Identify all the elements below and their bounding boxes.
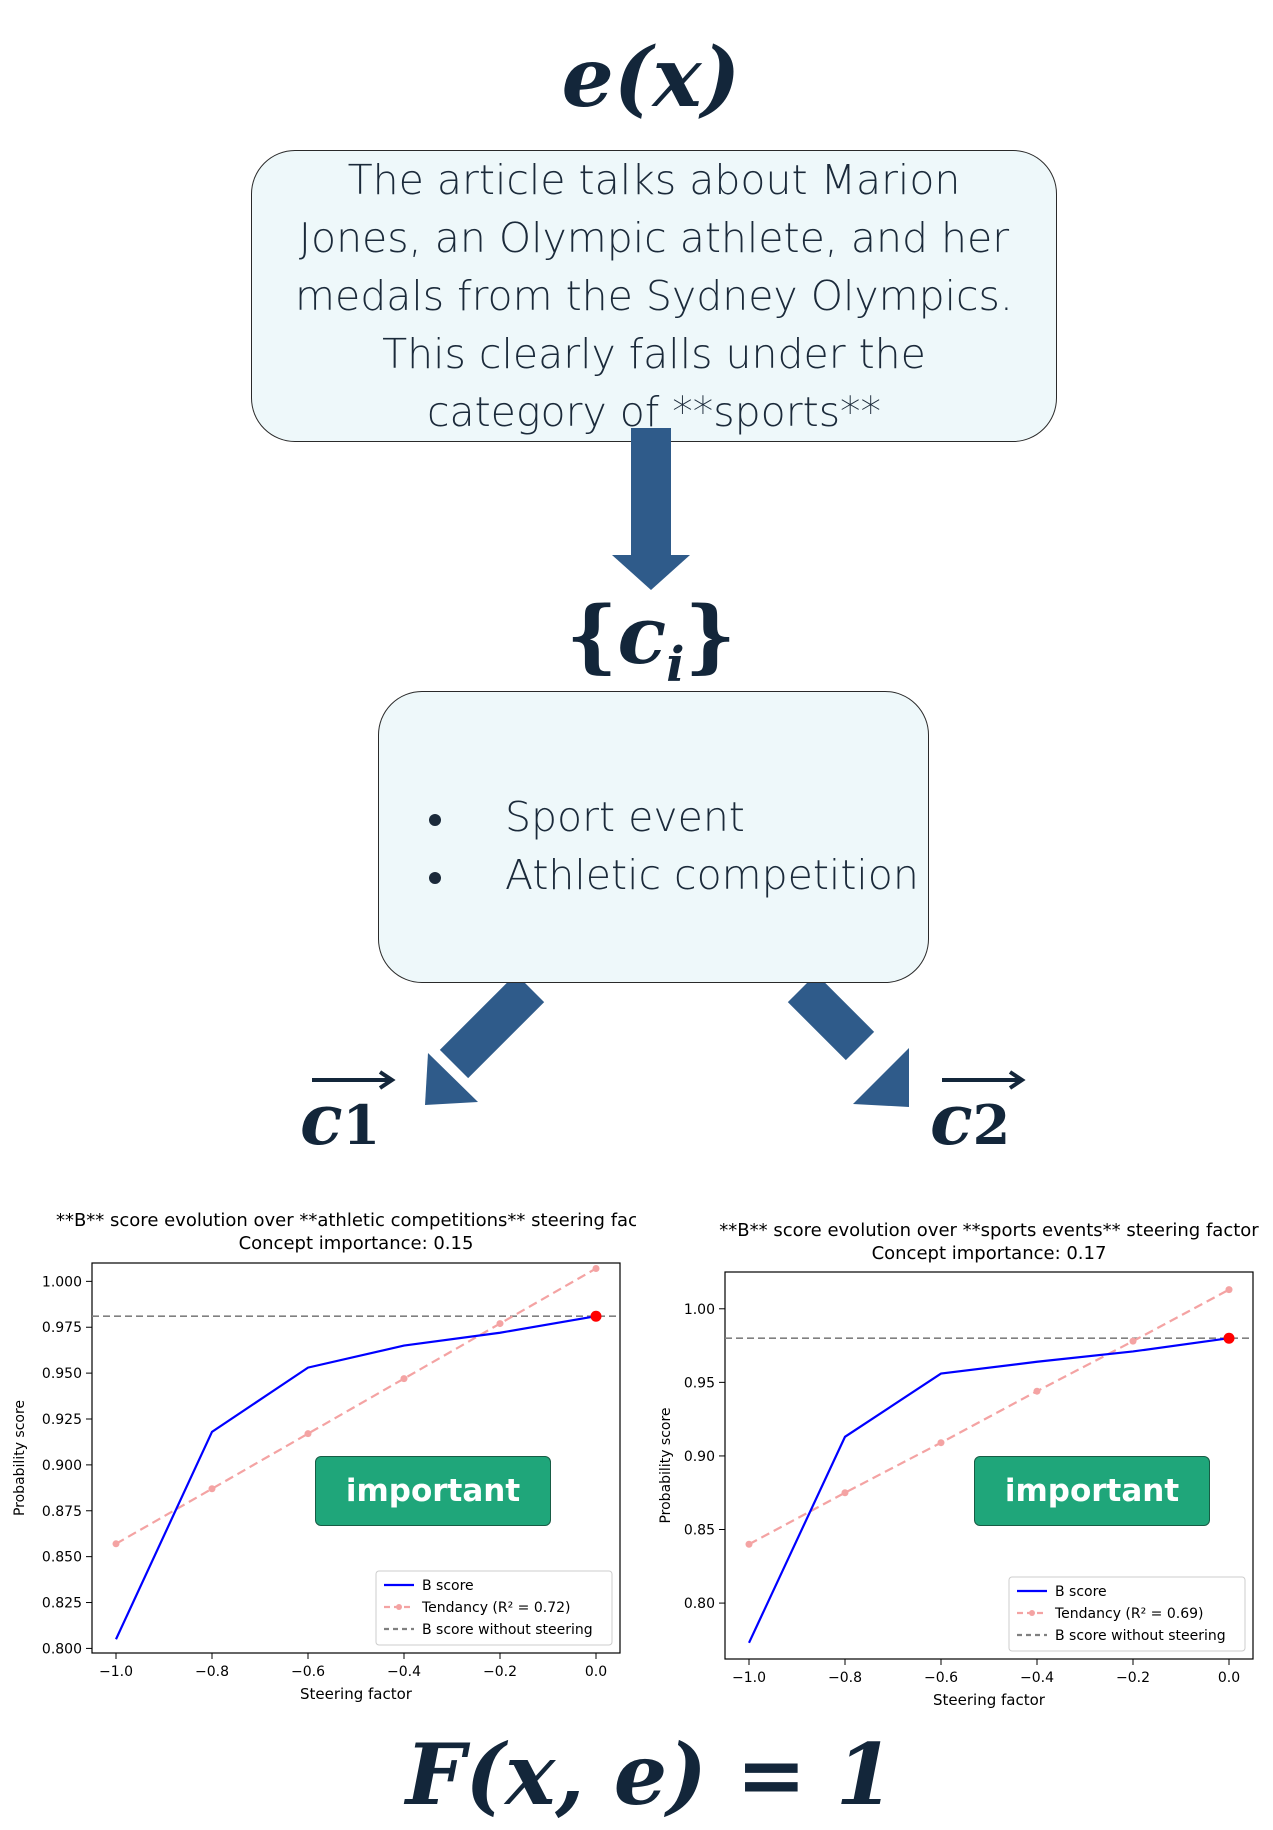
concept-item: Sport event (379, 788, 919, 846)
chart-sports-events: **B** score evolution over **sports even… (658, 1220, 1259, 1709)
endpoint-marker (1223, 1332, 1235, 1344)
y-tick-label: 0.95 (684, 1375, 715, 1391)
important-badge: important (315, 1456, 551, 1526)
tendancy-point (745, 1540, 753, 1548)
tendancy-point (1033, 1387, 1041, 1395)
tendancy-point (400, 1375, 408, 1383)
x-axis-label: Steering factor (933, 1691, 1046, 1709)
x-tick-label: −0.4 (387, 1664, 421, 1680)
y-axis-label: Probability score (12, 1400, 28, 1516)
x-tick-label: −0.4 (1020, 1670, 1054, 1686)
legend-marker (396, 1604, 402, 1610)
legend-box (375, 1570, 613, 1646)
chart-athletic-competitions: **B** score evolution over **athletic co… (12, 1210, 636, 1703)
series-tendancy-line (748, 1288, 1230, 1546)
x-tick-label: −1.0 (732, 1670, 766, 1686)
arrow-head-left (425, 1053, 478, 1105)
arrow-head-right (853, 1048, 909, 1107)
tendancy-point (1225, 1286, 1233, 1294)
legend-box (1008, 1576, 1246, 1652)
y-tick-label: 0.85 (684, 1523, 715, 1539)
x-tick-label: 0.0 (585, 1664, 607, 1680)
legend-label: B score (422, 1578, 474, 1594)
chart-subtitle: Concept importance: 0.15 (239, 1233, 474, 1254)
explanation-text: The article talks about Marion Jones, an… (295, 156, 1013, 436)
y-tick-label: 1.000 (42, 1274, 82, 1290)
y-tick-label: 0.800 (42, 1641, 82, 1657)
concepts-box: Sport event Athletic competition (378, 691, 929, 983)
legend-label: Tendancy (R² = 0.72) (421, 1600, 571, 1616)
x-tick-label: −0.2 (1116, 1670, 1150, 1686)
concept-item: Athletic competition (379, 846, 919, 904)
tendancy-point (112, 1540, 120, 1548)
tendancy-point (496, 1320, 504, 1328)
legend-marker (1029, 1610, 1035, 1616)
series-b-score-line (115, 1315, 597, 1640)
x-axis-label: Steering factor (300, 1685, 413, 1703)
explanation-label: e(x) (561, 30, 741, 126)
x-tick-label: −0.6 (924, 1670, 958, 1686)
vector-c1-label: c1 (300, 1070, 410, 1170)
series-tendancy-line (115, 1267, 597, 1545)
concepts-label: {ci} (566, 588, 736, 693)
legend-label: B score without steering (422, 1622, 593, 1638)
y-tick-label: 0.825 (42, 1596, 82, 1612)
bullet-icon (429, 872, 441, 884)
chart-subtitle: Concept importance: 0.17 (872, 1243, 1107, 1264)
legend-label: Tendancy (R² = 0.69) (1054, 1606, 1204, 1622)
concept-list: Sport event Athletic competition (379, 788, 919, 904)
vector-c2-label: c2 (930, 1070, 1040, 1170)
y-tick-label: 0.900 (42, 1458, 82, 1474)
tendancy-point (1129, 1337, 1137, 1345)
chart-title: **B** score evolution over **sports even… (719, 1220, 1259, 1241)
tendancy-point (208, 1485, 216, 1493)
x-tick-label: −0.8 (195, 1664, 229, 1680)
y-tick-label: 0.850 (42, 1550, 82, 1566)
x-tick-label: −0.6 (291, 1664, 325, 1680)
series-b-score-line (748, 1337, 1230, 1644)
y-tick-label: 0.90 (684, 1449, 715, 1465)
tendancy-point (592, 1265, 600, 1273)
x-tick-label: −1.0 (99, 1664, 133, 1680)
important-badge: important (974, 1456, 1210, 1526)
arrow-shaft-down (631, 428, 671, 558)
legend-label: B score (1055, 1584, 1107, 1600)
vector-arrow-icon (942, 1070, 1026, 1090)
tendancy-point (304, 1430, 312, 1438)
arrow-head-down (612, 555, 690, 590)
y-tick-label: 0.80 (684, 1596, 715, 1612)
legend-label: B score without steering (1055, 1628, 1226, 1644)
x-tick-label: −0.2 (483, 1664, 517, 1680)
vector-arrow-icon (312, 1070, 396, 1090)
y-tick-label: 0.950 (42, 1366, 82, 1382)
x-tick-label: 0.0 (1218, 1670, 1240, 1686)
tendancy-point (841, 1489, 849, 1497)
formula: F(x, e) = 1 (405, 1725, 895, 1824)
y-tick-label: 0.875 (42, 1504, 82, 1520)
arrow-shaft-right (787, 973, 875, 1061)
explanation-box: The article talks about Marion Jones, an… (251, 150, 1057, 442)
bullet-icon (429, 814, 441, 826)
x-tick-label: −0.8 (828, 1670, 862, 1686)
y-tick-label: 0.975 (42, 1320, 82, 1336)
tendancy-point (937, 1439, 945, 1447)
y-axis-label: Probability score (658, 1407, 674, 1523)
endpoint-marker (590, 1310, 602, 1322)
arrow-shaft-left (439, 973, 545, 1079)
y-tick-label: 0.925 (42, 1412, 82, 1428)
chart-title: **B** score evolution over **athletic co… (56, 1210, 636, 1231)
y-tick-label: 1.00 (684, 1302, 715, 1318)
